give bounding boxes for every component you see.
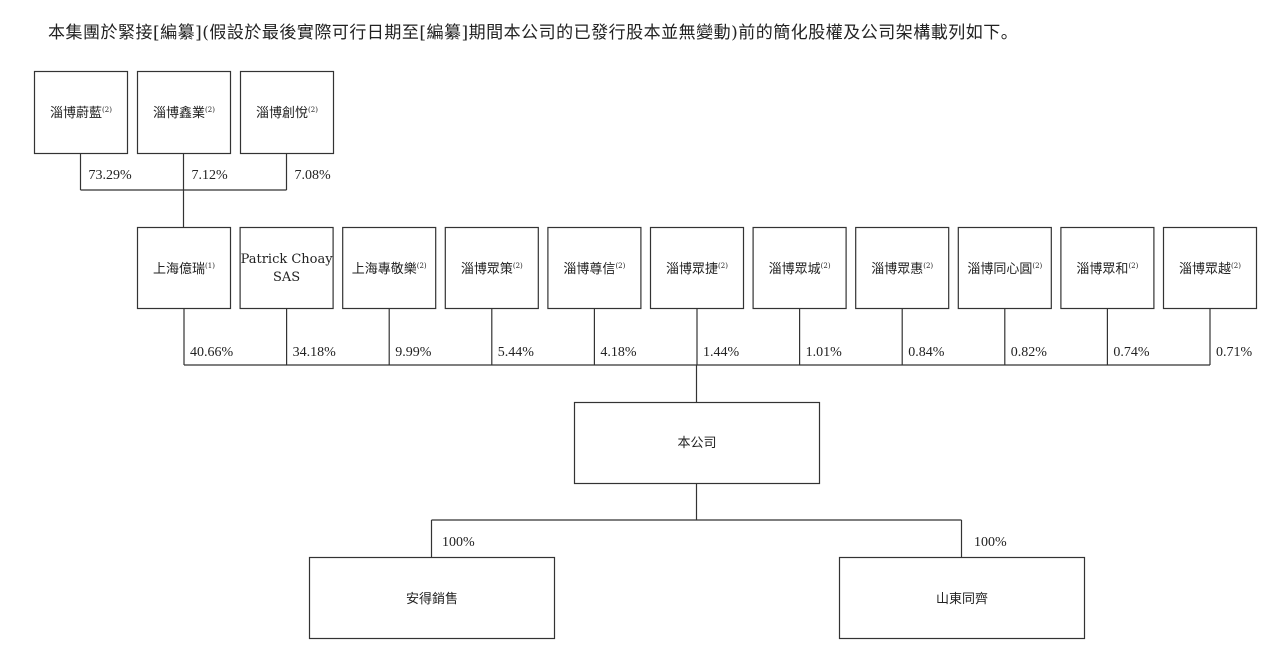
subsidiary-1-percentage: 100% <box>442 535 475 550</box>
shareholder-7: 淄博眾城(2) 1.01% <box>752 226 847 360</box>
shareholder-percentage: 0.71% <box>1216 345 1253 360</box>
shareholder-label: 淄博同心圓(2) <box>967 262 1042 277</box>
shareholder-percentage: 5.44% <box>498 345 535 360</box>
shareholder-10: 淄博眾和(2) 0.74% <box>1060 226 1155 360</box>
connector-lines-middle <box>183 308 1211 402</box>
shareholder-label: 淄博眾惠(2) <box>871 262 933 277</box>
top-holder-label: 淄博創悅(2) <box>256 106 318 121</box>
shareholder-percentage: 1.44% <box>703 345 740 360</box>
subsidiary-2-label: 山東同齊 <box>936 591 988 607</box>
subsidiary-node-1: 100% 安得銷售 <box>308 535 556 640</box>
connector-lines-top <box>79 153 288 227</box>
company-node: 本公司 <box>573 401 821 485</box>
shareholder-6: 淄博眾捷(2) 1.44% <box>649 226 745 360</box>
shareholder-percentage: 0.84% <box>908 345 945 360</box>
top-holder-2: 淄博鑫業(2) 7.12% <box>136 70 232 183</box>
page-header-text: 本集團於緊接[編纂](假設於最後實際可行日期至[編纂]期間本公司的已發行股本並無… <box>48 23 1019 43</box>
top-holder-percentage: 73.29% <box>89 168 133 183</box>
subsidiary-2-percentage: 100% <box>974 535 1007 550</box>
shareholder-11: 淄博眾越(2) 0.71% <box>1162 226 1258 360</box>
shareholder-3: 上海專敬樂(2) 9.99% <box>342 226 437 360</box>
shareholder-percentage: 9.99% <box>395 345 432 360</box>
top-holder-percentage: 7.08% <box>295 168 332 183</box>
subsidiary-1-label: 安得銷售 <box>406 591 458 607</box>
shareholder-label: 淄博眾策(2) <box>461 261 523 277</box>
shareholder-label: 上海億瑞(1) <box>153 261 215 277</box>
top-holder-1: 淄博蔚藍(2) 73.29% <box>33 70 133 183</box>
shareholder-8: 淄博眾惠(2) 0.84% <box>855 226 950 360</box>
top-holder-label: 淄博蔚藍(2) <box>50 106 112 121</box>
shareholder-4: 淄博眾策(2) 5.44% <box>444 226 539 360</box>
shareholder-label-line2: SAS <box>273 270 300 285</box>
shareholder-percentage: 34.18% <box>293 345 337 360</box>
shareholder-label: 上海專敬樂(2) <box>352 261 427 277</box>
shareholder-5: 淄博尊信(2) 4.18% <box>547 226 642 360</box>
shareholder-label: 淄博尊信(2) <box>563 261 625 277</box>
shareholder-percentage: 0.74% <box>1113 345 1150 360</box>
shareholder-percentage: 1.01% <box>806 345 843 360</box>
shareholder-9: 淄博同心圓(2) 0.82% <box>957 226 1052 360</box>
shareholder-percentage: 0.82% <box>1011 345 1048 360</box>
top-holder-percentage: 7.12% <box>192 168 229 183</box>
top-holder-group: 淄博蔚藍(2) 73.29% 淄博鑫業(2) 7.12% 淄博創悅(2) 7.08% <box>33 70 335 183</box>
shareholder-percentage: 4.18% <box>600 345 637 360</box>
subsidiary-node-2: 100% 山東同齊 <box>838 535 1086 640</box>
connector-lines-bottom <box>430 483 963 557</box>
shareholder-label: Patrick Choay <box>241 252 334 267</box>
shareholder-1: 上海億瑞(1) 40.66% <box>136 226 234 360</box>
shareholder-label: 淄博眾越(2) <box>1179 262 1241 277</box>
shareholder-label: 淄博眾捷(2) <box>666 262 728 277</box>
shareholder-percentage: 40.66% <box>190 345 234 360</box>
top-holder-label: 淄博鑫業(2) <box>153 105 215 121</box>
shareholder-label: 淄博眾和(2) <box>1076 262 1138 277</box>
top-holder-3: 淄博創悅(2) 7.08% <box>239 70 335 183</box>
company-label: 本公司 <box>677 436 716 451</box>
shareholder-label: 淄博眾城(2) <box>769 262 831 277</box>
